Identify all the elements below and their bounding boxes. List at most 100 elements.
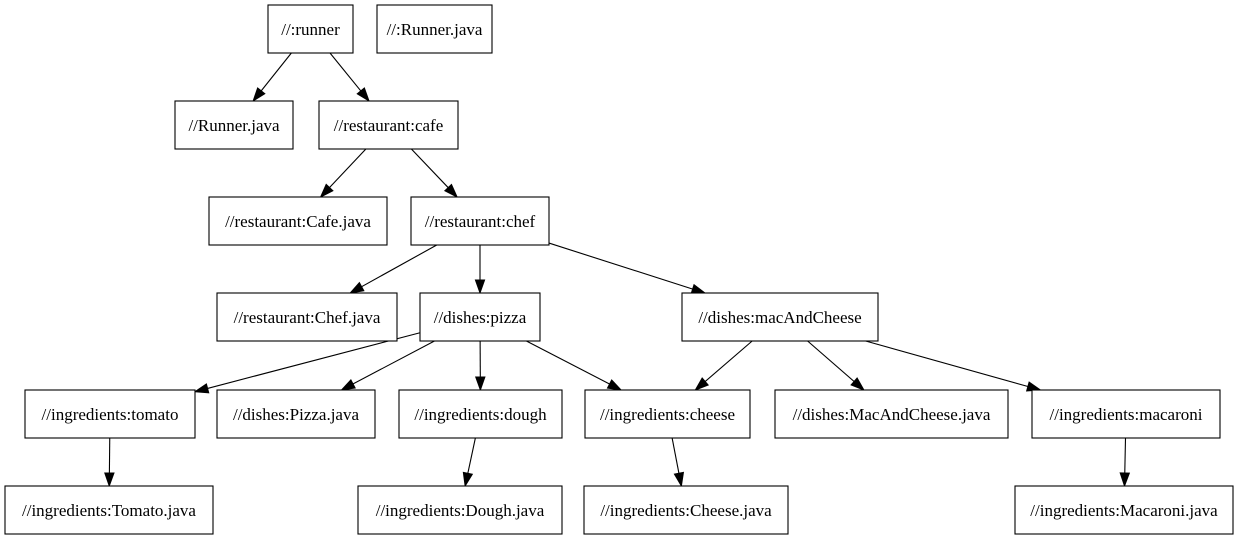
node-label-chef-java: //restaurant:Chef.java [234, 308, 381, 327]
graph-node-cafe-java: //restaurant:Cafe.java [208, 196, 388, 246]
graph-node-runner-java: //Runner.java [174, 100, 294, 150]
edge-cheese-to-cheese-java [671, 437, 685, 488]
arrowhead-icon [193, 383, 210, 394]
graph-node-cheese: //ingredients:cheese [584, 389, 751, 439]
arrowhead-icon [606, 379, 623, 391]
graph-node-cheese-java: //ingredients:Cheese.java [583, 485, 789, 535]
node-box-chef [410, 196, 550, 246]
arrowhead-icon [462, 471, 474, 488]
node-box-chef-java [216, 292, 398, 342]
node-label-cheese-java: //ingredients:Cheese.java [600, 501, 772, 520]
edge-chef-to-mac-and-cheese [548, 242, 707, 294]
node-box-dough-java [357, 485, 563, 535]
edge-runner-to-runner-java [252, 52, 292, 103]
graph-node-chef: //restaurant:chef [410, 196, 550, 246]
node-box-tomato [24, 389, 196, 439]
arrowhead-icon [104, 472, 115, 488]
graph-node-mac-and-cheese: //dishes:macAndCheese [681, 292, 879, 342]
edge-line-cafe-to-chef [410, 148, 450, 189]
graph-node-macaroni-java: //ingredients:Macaroni.java [1014, 485, 1234, 535]
edge-tomato-to-tomato-java [104, 437, 115, 488]
edge-mac-and-cheese-to-cheese [694, 340, 753, 391]
edge-line-chef-to-mac-and-cheese [548, 242, 694, 290]
edge-line-mac-and-cheese-to-cheese [704, 340, 753, 383]
graph-node-pizza: //dishes:pizza [419, 292, 541, 342]
edge-line-mac-and-cheese-to-macaroni [865, 340, 1029, 388]
node-label-macaroni: //ingredients:macaroni [1050, 405, 1203, 424]
graph-node-mac-and-cheese-java: //dishes:MacAndCheese.java [774, 389, 1009, 439]
node-label-dough-java: //ingredients:Dough.java [376, 501, 545, 520]
graph-node-runner-java-src: //:Runner.java [376, 4, 493, 54]
arrowhead-icon [252, 87, 266, 103]
node-label-tomato-java: //ingredients:Tomato.java [22, 501, 196, 520]
node-label-cafe: //restaurant:cafe [334, 116, 444, 135]
node-box-runner [267, 4, 354, 54]
edge-cafe-to-cafe-java [319, 148, 367, 199]
node-box-tomato-java [4, 485, 214, 535]
graph-node-dough-java: //ingredients:Dough.java [357, 485, 563, 535]
edge-cafe-to-chef [410, 148, 459, 199]
arrowhead-icon [319, 183, 334, 199]
edge-macaroni-to-macaroni-java [1119, 437, 1131, 488]
node-label-mac-and-cheese: //dishes:macAndCheese [698, 308, 861, 327]
node-label-chef: //restaurant:chef [425, 212, 536, 231]
arrowhead-icon [1119, 472, 1131, 488]
edge-line-cafe-to-cafe-java [328, 148, 367, 189]
edge-runner-to-cafe [329, 52, 370, 103]
arrowhead-icon [356, 87, 370, 103]
graph-node-tomato-java: //ingredients:Tomato.java [4, 485, 214, 535]
edge-pizza-to-pizza-java [340, 340, 435, 391]
graph-node-cafe: //restaurant:cafe [318, 100, 459, 150]
node-box-pizza [419, 292, 541, 342]
edge-line-cheese-to-cheese-java [671, 437, 680, 475]
graph-node-pizza-java: //dishes:Pizza.java [216, 389, 376, 439]
edge-pizza-to-dough [474, 340, 486, 392]
node-box-mac-and-cheese [681, 292, 879, 342]
arrowhead-icon [673, 471, 685, 488]
arrowhead-icon [690, 283, 707, 294]
graph-node-tomato: //ingredients:tomato [24, 389, 196, 439]
graph-node-chef-java: //restaurant:Chef.java [216, 292, 398, 342]
arrowhead-icon [340, 379, 356, 391]
node-box-cheese-java [583, 485, 789, 535]
node-box-pizza-java [216, 389, 376, 439]
node-label-mac-and-cheese-java: //dishes:MacAndCheese.java [793, 405, 991, 424]
edge-line-pizza-to-cheese [526, 340, 611, 385]
graph-node-macaroni: //ingredients:macaroni [1031, 389, 1221, 439]
edge-mac-and-cheese-to-macaroni [865, 340, 1042, 392]
node-label-pizza: //dishes:pizza [434, 308, 527, 327]
edge-dough-to-dough-java [462, 437, 476, 488]
arrowhead-icon [474, 376, 486, 392]
edge-chef-to-pizza [474, 245, 486, 295]
arrowhead-icon [694, 377, 710, 391]
arrowhead-icon [348, 281, 365, 294]
node-layer: //:runner //:Runner.java //Runner.java //re… [4, 4, 1234, 535]
edge-pizza-to-tomato [193, 332, 421, 394]
edge-line-pizza-to-tomato [206, 332, 421, 390]
edge-line-mac-and-cheese-to-mac-and-cheese-java [807, 340, 856, 383]
edge-chef-to-chef-java [348, 244, 438, 294]
node-label-runner-java: //Runner.java [188, 116, 280, 135]
edge-line-macaroni-to-macaroni-java [1124, 437, 1127, 475]
node-box-macaroni-java [1014, 485, 1234, 535]
node-label-dough: //ingredients:dough [414, 405, 547, 424]
arrowhead-icon [443, 183, 459, 199]
node-label-pizza-java: //dishes:Pizza.java [233, 405, 360, 424]
node-label-cheese: //ingredients:cheese [600, 405, 735, 424]
node-box-macaroni [1031, 389, 1221, 439]
graph-node-dough: //ingredients:dough [398, 389, 563, 439]
edge-mac-and-cheese-to-mac-and-cheese-java [807, 340, 866, 391]
edge-line-chef-to-chef-java [360, 244, 438, 288]
node-box-dough [398, 389, 563, 439]
arrowhead-icon [850, 377, 866, 391]
edge-line-dough-to-dough-java [467, 437, 476, 475]
arrowhead-icon [474, 279, 486, 295]
edge-line-pizza-to-pizza-java [351, 340, 435, 385]
edge-line-runner-to-runner-java [260, 52, 292, 92]
node-label-runner: //:runner [281, 20, 340, 39]
node-box-runner-java [174, 100, 294, 150]
node-box-cafe [318, 100, 459, 150]
edge-layer [104, 52, 1131, 488]
edge-pizza-to-cheese [526, 340, 623, 391]
